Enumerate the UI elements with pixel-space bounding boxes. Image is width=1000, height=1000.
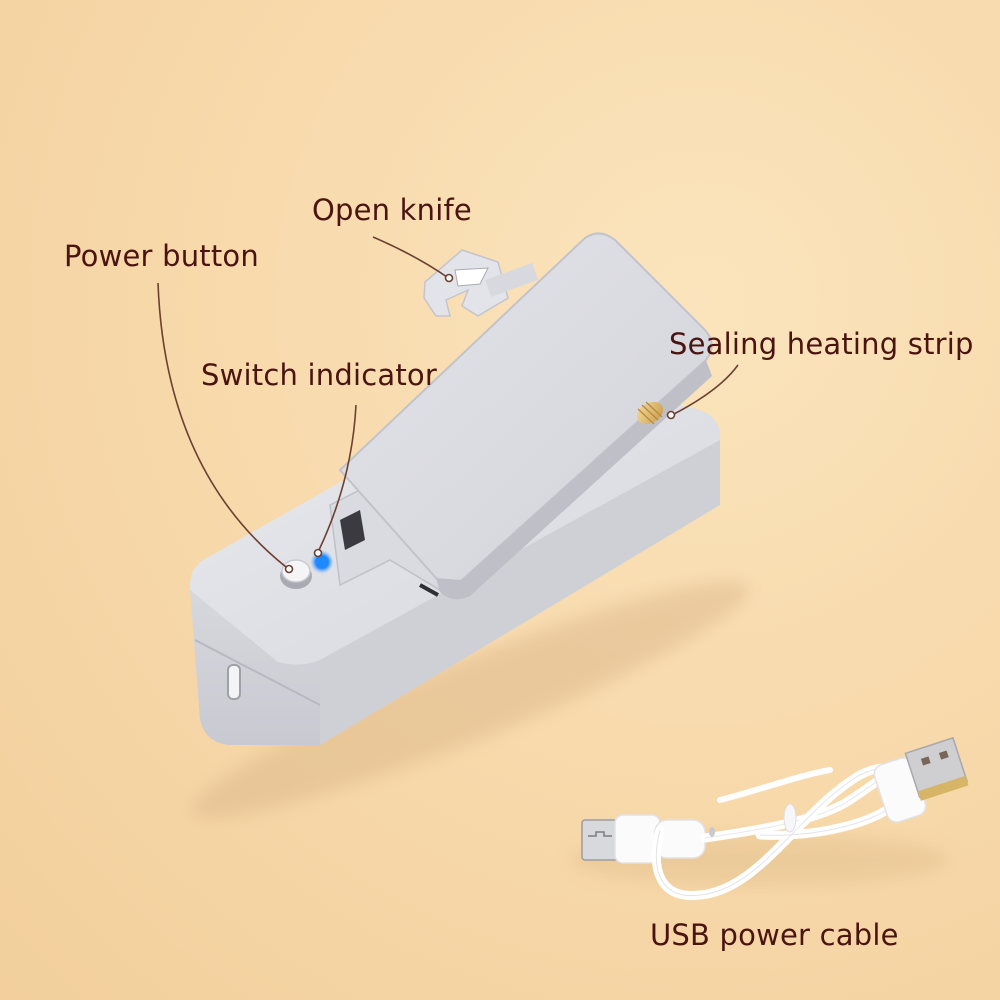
open-knife <box>423 249 539 317</box>
usb-power-cable <box>570 736 969 901</box>
power-button <box>280 559 312 589</box>
sealing-heating-strip <box>636 401 664 425</box>
leader-power-button <box>157 282 287 568</box>
annotation-leaders <box>157 236 739 574</box>
heat-sealer-device <box>189 232 721 745</box>
leader-sealing-heating-strip <box>673 364 739 415</box>
leader-open-knife <box>372 236 448 278</box>
label-usb-power-cable: USB power cable <box>650 918 899 952</box>
leader-switch-indicator <box>318 404 357 551</box>
micro-usb-connector <box>581 819 619 861</box>
device-shadow <box>191 581 749 819</box>
label-open-knife: Open knife <box>312 193 472 227</box>
micro-usb-port <box>227 664 241 700</box>
label-sealing-heating-strip: Sealing heating strip <box>669 327 974 361</box>
usb-a-connector <box>904 736 969 801</box>
label-switch-indicator: Switch indicator <box>201 358 437 392</box>
label-power-button: Power button <box>64 239 259 273</box>
